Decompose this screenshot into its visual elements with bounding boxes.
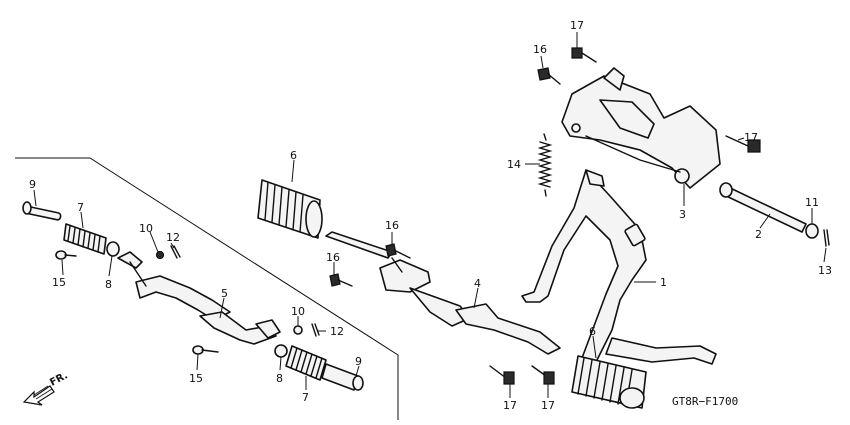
callout-16-top: 16	[533, 43, 547, 56]
collar-10-lower	[293, 325, 303, 335]
front-direction-label: FR.	[48, 370, 70, 388]
front-direction-arrow-icon	[22, 385, 55, 406]
bolt-16-left	[329, 273, 353, 287]
pin-9-left	[22, 201, 62, 221]
step-rubber-7-left	[63, 223, 107, 255]
bolt-16-center	[385, 243, 411, 259]
callout-10-lower: 10	[291, 305, 305, 318]
cotter-pin-12-lower	[311, 323, 320, 337]
stand-bracket-3	[561, 67, 721, 189]
callout-17-bottom-left: 17	[503, 399, 517, 412]
bolt-17-bottom-left	[489, 365, 515, 385]
bolt-17-bottom-right	[531, 365, 555, 385]
pin-9-lower	[321, 363, 364, 391]
callout-13: 13	[818, 264, 832, 277]
cotter-pin-12-left	[170, 245, 181, 259]
callout-7-left: 7	[77, 201, 84, 214]
diagram-code: GT8R−F1700	[672, 395, 738, 408]
callout-17-bottom-right: 17	[541, 399, 555, 412]
callout-16-left: 16	[326, 251, 340, 264]
callout-15-left: 15	[52, 276, 66, 289]
callout-17-top: 17	[570, 19, 584, 32]
callout-5: 5	[221, 287, 228, 300]
pin-15-left	[55, 250, 77, 260]
cotter-pin-13	[823, 229, 830, 247]
pin-15-lower	[192, 345, 219, 355]
callout-3: 3	[679, 208, 686, 221]
callout-6-top: 6	[290, 149, 297, 162]
callout-9-left: 9	[29, 178, 36, 191]
callout-15-lower: 15	[189, 372, 203, 385]
step-bar-5	[117, 251, 281, 345]
callout-12-left: 12	[166, 231, 180, 244]
callout-14: 14	[507, 158, 521, 171]
washer-8-lower	[274, 344, 288, 358]
bolt-17-right	[725, 135, 761, 153]
step-rubber-6-bottom	[571, 355, 647, 409]
callout-10-left: 10	[139, 222, 153, 235]
main-stand-1	[521, 169, 717, 365]
callout-7-lower: 7	[302, 391, 309, 404]
step-rubber-6-top	[257, 179, 323, 239]
spring-14	[537, 133, 553, 197]
collar-10-left	[155, 250, 165, 260]
callout-12-lower: 12	[330, 325, 344, 338]
bolt-16-top	[537, 67, 561, 85]
callout-17-right: 17	[744, 131, 758, 144]
callout-6-bottom: 6	[589, 325, 596, 338]
callout-8-lower: 8	[276, 372, 283, 385]
callout-1: 1	[660, 276, 667, 289]
shaft-2	[719, 182, 807, 233]
bolt-17-top	[571, 47, 597, 63]
washer-8-left	[106, 241, 120, 257]
callout-8-left: 8	[105, 278, 112, 291]
washer-11	[805, 223, 819, 239]
section-frame	[15, 157, 399, 420]
callout-9-lower: 9	[355, 355, 362, 368]
callout-2: 2	[755, 228, 762, 241]
callout-4: 4	[474, 277, 481, 290]
step-rubber-7-lower	[285, 345, 327, 381]
leader-lines	[33, 32, 827, 398]
callout-16-center: 16	[385, 219, 399, 232]
step-bar-4	[325, 231, 561, 355]
callout-11: 11	[805, 196, 819, 209]
